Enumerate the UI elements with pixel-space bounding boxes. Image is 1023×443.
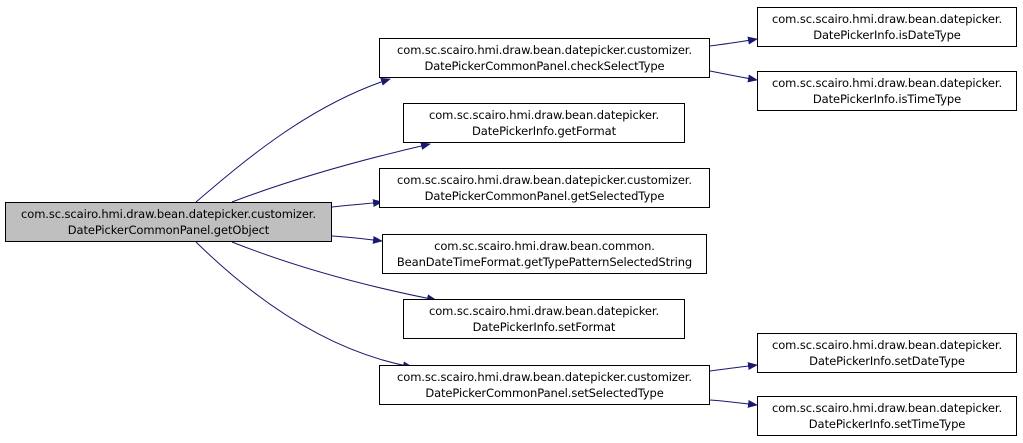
node-setselectedtype-method: DatePickerCommonPanel.setSelectedType (425, 386, 664, 400)
node-istimetype[interactable]: com.sc.scairo.hmi.draw.bean.datepicker. … (757, 71, 1017, 111)
node-isdatetype-method: DatePickerInfo.isDateType (813, 28, 961, 42)
node-isdatetype-package: com.sc.scairo.hmi.draw.bean.datepicker. (772, 12, 1002, 26)
edge-root-to-setformat (231, 241, 437, 303)
edge-checkselecttype-to-isdatetype (709, 36, 758, 47)
edge-root-to-getselectedtype (331, 199, 383, 208)
node-gettypepattern-package: com.sc.scairo.hmi.draw.bean.common. (434, 239, 655, 253)
edge-root-to-setselectedtype (195, 241, 413, 370)
node-istimetype-package: com.sc.scairo.hmi.draw.bean.datepicker. (772, 76, 1002, 90)
node-getselectedtype-package: com.sc.scairo.hmi.draw.bean.datepicker.c… (397, 173, 692, 187)
node-settimetype[interactable]: com.sc.scairo.hmi.draw.bean.datepicker. … (757, 396, 1017, 436)
edge-root-to-getformat (231, 142, 431, 203)
node-gettypepattern-method: BeanDateTimeFormat.getTypePatternSelecte… (396, 255, 693, 269)
node-setselectedtype-package: com.sc.scairo.hmi.draw.bean.datepicker.c… (397, 370, 692, 384)
edge-setselectedtype-to-setdatetype (709, 362, 758, 372)
node-checkselecttype[interactable]: com.sc.scairo.hmi.draw.bean.datepicker.c… (379, 38, 710, 78)
node-setdatetype[interactable]: com.sc.scairo.hmi.draw.bean.datepicker. … (757, 333, 1017, 373)
node-setdatetype-method: DatePickerInfo.setDateType (809, 354, 965, 368)
node-setformat-method: DatePickerInfo.setFormat (472, 320, 616, 334)
node-setformat[interactable]: com.sc.scairo.hmi.draw.bean.datepicker. … (403, 299, 685, 339)
edge-root-to-gettypepattern (331, 235, 383, 244)
node-setselectedtype[interactable]: com.sc.scairo.hmi.draw.bean.datepicker.c… (379, 365, 710, 405)
node-getformat-method: DatePickerInfo.getFormat (472, 124, 616, 138)
node-settimetype-method: DatePickerInfo.setTimeType (808, 417, 966, 431)
edge-setselectedtype-to-settimetype (709, 399, 758, 408)
node-getobject[interactable]: com.sc.scairo.hmi.draw.bean.datepicker.c… (5, 202, 332, 242)
node-isdatetype[interactable]: com.sc.scairo.hmi.draw.bean.datepicker. … (757, 7, 1017, 47)
node-setformat-package: com.sc.scairo.hmi.draw.bean.datepicker. (429, 304, 659, 318)
node-checkselecttype-method: DatePickerCommonPanel.checkSelectType (424, 59, 665, 73)
edge-checkselecttype-to-istimetype (709, 70, 758, 83)
node-setdatetype-package: com.sc.scairo.hmi.draw.bean.datepicker. (772, 338, 1002, 352)
node-checkselecttype-package: com.sc.scairo.hmi.draw.bean.datepicker.c… (397, 43, 692, 57)
node-getformat[interactable]: com.sc.scairo.hmi.draw.bean.datepicker. … (403, 103, 685, 143)
edge-root-to-checkselecttype (195, 77, 391, 203)
node-getobject-method: DatePickerCommonPanel.getObject (67, 223, 270, 237)
node-getselectedtype-method: DatePickerCommonPanel.getSelectedType (424, 189, 665, 203)
node-getformat-package: com.sc.scairo.hmi.draw.bean.datepicker. (429, 108, 659, 122)
node-istimetype-method: DatePickerInfo.isTimeType (812, 92, 962, 106)
node-settimetype-package: com.sc.scairo.hmi.draw.bean.datepicker. (772, 401, 1002, 415)
node-getselectedtype[interactable]: com.sc.scairo.hmi.draw.bean.datepicker.c… (379, 168, 710, 208)
node-gettypepatternselectedstring[interactable]: com.sc.scairo.hmi.draw.bean.common. Bean… (382, 234, 707, 274)
node-getobject-package: com.sc.scairo.hmi.draw.bean.datepicker.c… (21, 207, 316, 221)
